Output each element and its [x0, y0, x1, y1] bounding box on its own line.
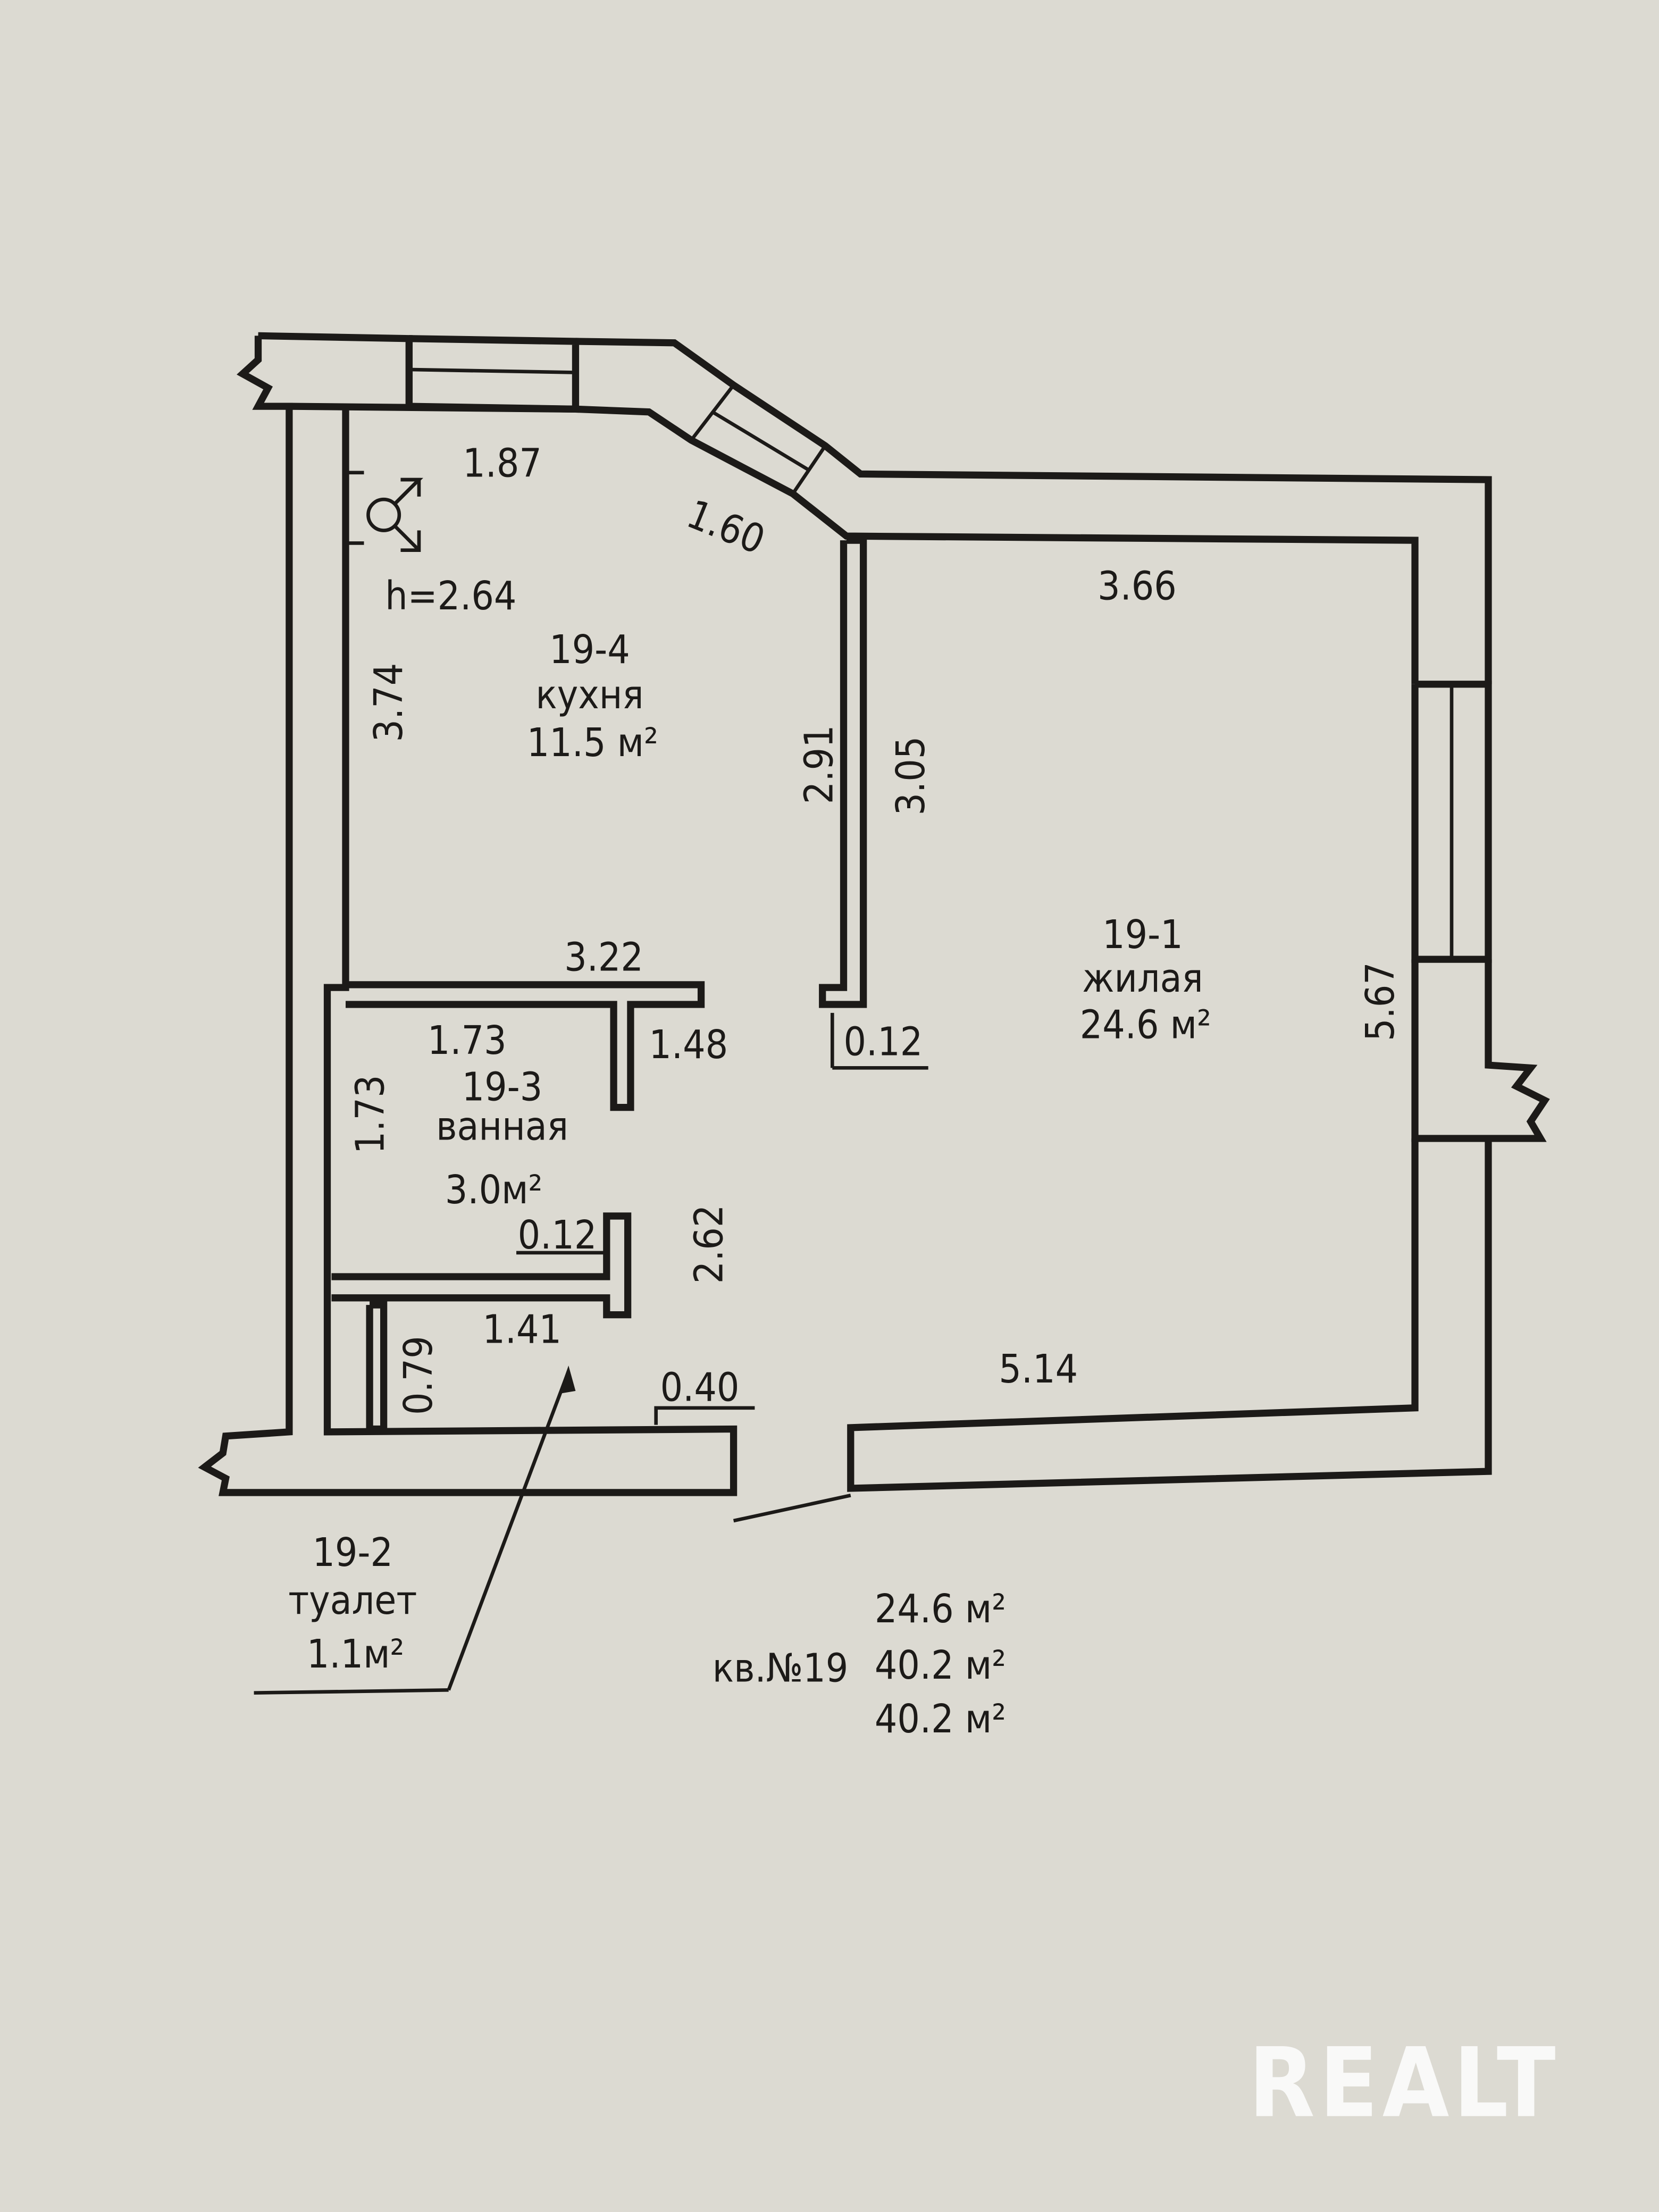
window-top-left-glass: [412, 367, 573, 374]
room-bathroom: 19-3 ванная 3.0м²: [436, 1063, 568, 1213]
dim-bath-top: 1.73: [428, 1017, 507, 1063]
room-name: туалет: [288, 1577, 417, 1623]
ventilation-circle-icon: [366, 497, 401, 532]
dim-line-0.40: [654, 1406, 755, 1425]
door-opening-symbol: [346, 471, 423, 552]
room-name: кухня: [535, 672, 643, 718]
room-toilet: 19-2 туалет 1.1м²: [288, 1529, 417, 1677]
dim-bath-right: 1.48: [649, 1021, 728, 1068]
room-kitchen: 19-4 кухня 11.5 м²: [527, 626, 658, 766]
dim-toilet-left: 0.79: [395, 1336, 441, 1415]
room-id: 19-1: [1102, 911, 1183, 958]
outer-wall-top: [258, 332, 413, 407]
room-id: 19-2: [312, 1529, 393, 1576]
window-top-left: [405, 335, 580, 413]
wall-right-lower: [847, 1138, 1492, 1492]
room-area: 24.6 м²: [1080, 1002, 1211, 1048]
dim-bath-left: 1.73: [347, 1075, 393, 1154]
window-diag-frame-2: [791, 445, 827, 495]
walls: [198, 332, 1550, 1523]
dim-living-right: 5.67: [1357, 962, 1403, 1041]
leader-arrow-icon: [558, 1365, 576, 1394]
dim-kitchen-left: 3.74: [365, 663, 412, 742]
room-id: 19-3: [462, 1063, 543, 1110]
dim-toilet-top: 1.41: [482, 1306, 562, 1353]
partition-kitchen-bath: [346, 981, 705, 1111]
window-diag-glass: [711, 410, 809, 472]
room-id: 19-4: [549, 626, 630, 673]
dim-hall-right: 2.62: [685, 1205, 732, 1284]
room-area: 1.1м²: [307, 1631, 404, 1677]
dim-partition: 0.12: [844, 1018, 923, 1065]
toilet-leader: [447, 1370, 571, 1691]
total-area: 40.2 м²: [875, 1642, 1006, 1688]
area-summary: кв.№19 24.6 м² 40.2 м² 40.2 м²: [713, 1586, 1006, 1742]
arrow-down-right-icon: [400, 530, 421, 552]
apartment-number: кв.№19: [713, 1645, 848, 1691]
dim-living-bottom: 5.14: [999, 1346, 1078, 1392]
room-living: 19-1 жилая 24.6 м²: [1080, 911, 1211, 1048]
partitions: [254, 537, 928, 1695]
dim-door-stub: 0.40: [660, 1364, 740, 1410]
room-area: 3.0м²: [445, 1167, 542, 1213]
dim-kitchen-top: 1.87: [463, 440, 542, 487]
door-swing: [733, 1494, 851, 1523]
toilet-leader-underline: [254, 1688, 449, 1695]
toilet-left-wall: [366, 1301, 388, 1433]
outer-wall-right: [1411, 959, 1550, 1142]
ceiling-height: h=2.64: [385, 573, 516, 619]
living-area: 24.6 м²: [875, 1586, 1006, 1632]
dim-kitchen-diag: 1.60: [681, 491, 771, 563]
partition-kitchen-living: [819, 537, 867, 1008]
dim-hall-top: 3.22: [564, 934, 643, 980]
arrow-down-right-shaft: [393, 525, 421, 552]
dim-living-left: 3.05: [887, 736, 934, 816]
room-area: 11.5 м²: [527, 719, 658, 766]
inner-wall-top: [289, 403, 1419, 684]
realt-watermark: REALT: [1249, 2027, 1560, 2139]
room-name: жилая: [1082, 955, 1203, 1001]
total-area-2: 40.2 м²: [875, 1696, 1006, 1742]
dim-bath-partition: 0.12: [518, 1212, 597, 1258]
dim-living-top: 3.66: [1097, 563, 1177, 609]
room-name: ванная: [436, 1103, 568, 1150]
outer-wall-left: [198, 336, 738, 1496]
dim-kitchen-right: 2.91: [795, 725, 842, 805]
arrow-up-right-shaft: [393, 478, 421, 505]
partition-bath-toilet: [331, 1212, 632, 1319]
